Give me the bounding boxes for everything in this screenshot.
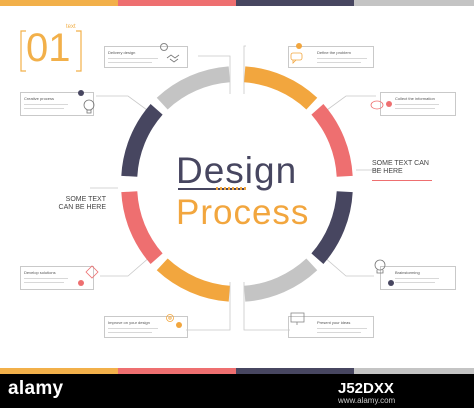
text-placeholder bbox=[395, 108, 435, 109]
lightbulb-icon bbox=[83, 99, 95, 114]
ring-segment-6 bbox=[156, 258, 231, 302]
watermark-url: www.alamy.com bbox=[338, 396, 396, 405]
box-upper-right-label: Collect the information bbox=[395, 96, 435, 101]
box-bottom-left: Improve on your design bbox=[104, 316, 188, 338]
box-top-left: Delivery design bbox=[104, 46, 188, 68]
ring-segment-7 bbox=[121, 191, 163, 264]
ring-segment-2 bbox=[243, 66, 318, 110]
box-bottom-left-label: Improve on your design bbox=[108, 320, 150, 325]
box-lower-left: Develop solutions bbox=[20, 266, 94, 290]
ring-segment-4 bbox=[311, 191, 353, 264]
box-bottom-right: Present your ideas bbox=[288, 316, 374, 338]
head-icon bbox=[374, 259, 386, 274]
text-placeholder bbox=[395, 278, 439, 279]
title-divider bbox=[178, 188, 244, 190]
box-lower-right-label: Brainstorming bbox=[395, 270, 420, 275]
cloud-icon bbox=[370, 100, 384, 110]
right-callout-underline bbox=[372, 180, 432, 181]
step-number-caption: text bbox=[66, 24, 76, 30]
text-placeholder bbox=[24, 108, 64, 109]
text-placeholder bbox=[24, 278, 68, 279]
step-number-value: 01 bbox=[26, 26, 71, 70]
presentation-icon bbox=[290, 312, 305, 325]
image-id: J52DXX bbox=[338, 380, 394, 397]
gear-icon bbox=[166, 314, 174, 322]
speech-icon-badge bbox=[296, 43, 302, 49]
box-upper-left-label: Creative process bbox=[24, 96, 55, 101]
text-placeholder bbox=[108, 332, 152, 333]
box-upper-right: Collect the information bbox=[380, 92, 456, 116]
left-callout: SOME TEXT CAN BE HERE bbox=[58, 196, 106, 211]
box-top-left-label: Delivery design bbox=[108, 50, 136, 55]
alamy-logo: alamy bbox=[8, 378, 64, 399]
box-lower-right: Brainstorming bbox=[380, 266, 456, 290]
text-placeholder bbox=[24, 282, 64, 283]
speech-bubble-icon bbox=[290, 52, 303, 64]
text-placeholder bbox=[108, 58, 158, 59]
lightbulb-icon-badge bbox=[78, 90, 84, 96]
process-ring bbox=[121, 66, 353, 302]
bracket-frame bbox=[20, 30, 82, 72]
box-bottom-right-label: Present your ideas bbox=[317, 320, 351, 325]
text-placeholder bbox=[108, 328, 158, 329]
text-placeholder bbox=[317, 332, 361, 333]
box-top-right: Define the problem bbox=[288, 46, 374, 68]
handshake-icon-badge bbox=[160, 43, 168, 51]
text-placeholder bbox=[317, 58, 367, 59]
bottom-color-bar bbox=[0, 368, 474, 374]
handshake-icon bbox=[166, 54, 180, 63]
collect-icon-badge bbox=[386, 101, 392, 107]
right-callout: SOME TEXT CAN BE HERE bbox=[372, 160, 429, 175]
top-color-bar bbox=[0, 0, 474, 6]
box-top-right-label: Define the problem bbox=[317, 50, 351, 55]
brainstorm-icon-badge bbox=[388, 280, 394, 286]
gear-icon-badge bbox=[176, 322, 182, 328]
text-placeholder bbox=[317, 62, 361, 63]
watermark-band bbox=[0, 374, 474, 408]
develop-icon-badge bbox=[78, 280, 84, 286]
text-placeholder bbox=[24, 104, 68, 105]
text-placeholder bbox=[395, 104, 439, 105]
step-number: 01 text bbox=[20, 24, 82, 72]
process-diagram bbox=[90, 45, 382, 331]
title-divider-dots bbox=[216, 187, 246, 190]
puzzle-icon bbox=[85, 265, 99, 279]
text-placeholder bbox=[108, 62, 152, 63]
ring-segment-3 bbox=[311, 104, 353, 177]
text-placeholder bbox=[395, 282, 435, 283]
ring-segment-1 bbox=[156, 66, 231, 110]
ring-segment-5 bbox=[243, 258, 318, 302]
ring-segment-8 bbox=[121, 104, 163, 177]
box-lower-left-label: Develop solutions bbox=[24, 270, 56, 275]
diagram-title-line1: Design bbox=[176, 150, 298, 191]
text-placeholder bbox=[317, 328, 367, 329]
diagram-title-line2: Process bbox=[176, 193, 310, 232]
